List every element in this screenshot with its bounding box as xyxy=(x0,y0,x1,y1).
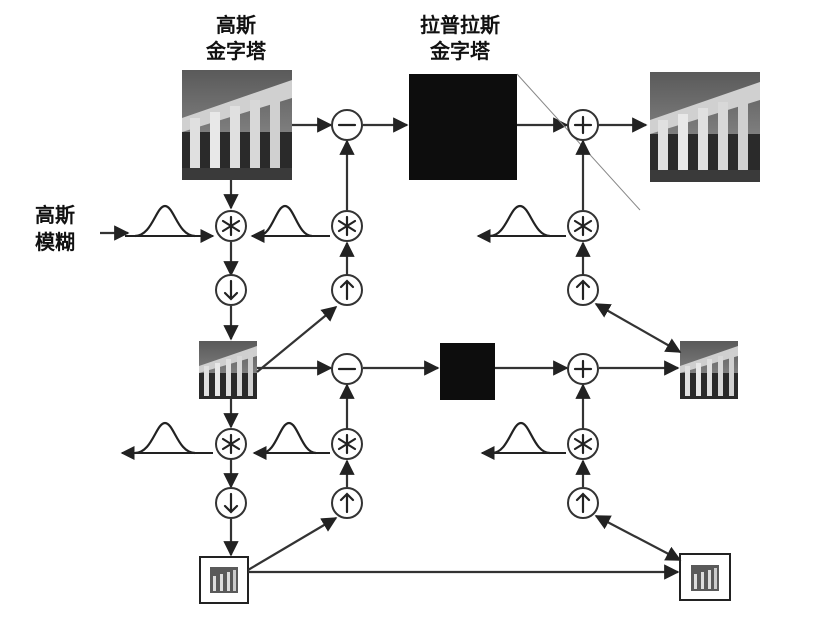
convolve-operator xyxy=(215,210,247,242)
gaussian-kernel-icon xyxy=(125,204,215,243)
convolve-operator xyxy=(567,428,599,460)
subtract-operator xyxy=(331,353,363,385)
gaussian-level0-image xyxy=(182,70,292,180)
add-operator xyxy=(567,109,599,141)
downsample-operator xyxy=(215,274,247,306)
add-operator xyxy=(567,353,599,385)
laplacian-pyramid-label-line2: 金字塔 xyxy=(429,39,491,63)
gaussian-kernel-icon xyxy=(250,204,330,243)
gaussian-level2-image xyxy=(199,556,249,604)
upsample-operator xyxy=(567,487,599,519)
reconstructed-level1-image xyxy=(680,341,738,399)
gaussian-kernel-icon xyxy=(480,421,566,460)
upsample-operator xyxy=(331,274,363,306)
convolve-operator xyxy=(331,428,363,460)
connection-lines xyxy=(100,73,682,580)
convolve-operator xyxy=(331,210,363,242)
gaussian-level1-image xyxy=(199,341,257,399)
convolve-operator xyxy=(567,210,599,242)
reconstructed-level0-image xyxy=(650,72,760,182)
gaussian-kernel-icon xyxy=(120,421,213,460)
laplacian-level1-block xyxy=(440,343,495,400)
reconstructed-level2-image xyxy=(679,553,731,601)
subtract-operator xyxy=(331,109,363,141)
gaussian-pyramid-label-line2: 金字塔 xyxy=(205,39,267,63)
gaussian-blur-label-line2: 模糊 xyxy=(35,230,75,254)
laplacian-level0-block xyxy=(409,74,517,180)
convolve-operator xyxy=(215,428,247,460)
gaussian-blur-label-line1: 高斯 xyxy=(35,203,75,227)
laplacian-pyramid-label-line1: 拉普拉斯 xyxy=(420,13,500,37)
gaussian-pyramid-label-line1: 高斯 xyxy=(216,13,256,37)
downsample-operator xyxy=(215,487,247,519)
gaussian-kernel-icon xyxy=(476,204,566,243)
upsample-operator xyxy=(567,274,599,306)
upsample-operator xyxy=(331,487,363,519)
gaussian-kernel-icon xyxy=(252,421,330,460)
